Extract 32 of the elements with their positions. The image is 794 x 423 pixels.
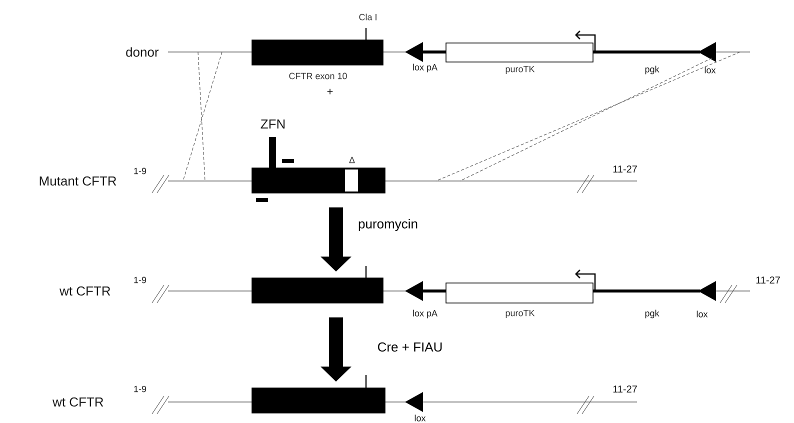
- text-label: lox pA: [413, 310, 438, 318]
- exon-box: [252, 40, 384, 66]
- text-label: lox pA: [413, 64, 438, 72]
- text-label: donor: [126, 47, 159, 57]
- text-label: wt CFTR: [52, 397, 104, 407]
- text-label: lox: [704, 66, 716, 74]
- text-label: pgk: [645, 310, 660, 318]
- exon-box: [252, 168, 386, 194]
- text-label: ZFN: [260, 120, 285, 128]
- text-label: Mutant CFTR: [40, 176, 116, 186]
- text-label: +: [327, 88, 333, 94]
- text-label: 1-9: [134, 386, 146, 392]
- gene-label: Δ: [349, 156, 355, 164]
- text-label: wt CFTR: [60, 286, 110, 296]
- edge-label: Cre + FIAU: [378, 342, 442, 352]
- text-label: 11-27: [756, 276, 780, 284]
- text-label: 1-9: [134, 276, 146, 284]
- exon-box: [252, 278, 384, 304]
- gene-label: puroTK: [506, 66, 535, 74]
- text-label: 11-27: [613, 166, 637, 172]
- text-label: lox: [414, 414, 426, 422]
- gene-label: puroTK: [506, 310, 535, 318]
- cassette-box: [446, 282, 594, 304]
- exon-box: [252, 388, 386, 414]
- text-label: 1-9: [134, 168, 146, 174]
- cassette-box: [446, 42, 594, 62]
- edge-label: puromycin: [358, 218, 418, 232]
- gene-label: CFTR exon 10: [289, 72, 347, 80]
- text-label: pgk: [645, 66, 660, 74]
- gene-label: Cla I: [359, 14, 376, 20]
- text-label: 11-27: [613, 386, 637, 392]
- text-label: lox: [696, 310, 708, 318]
